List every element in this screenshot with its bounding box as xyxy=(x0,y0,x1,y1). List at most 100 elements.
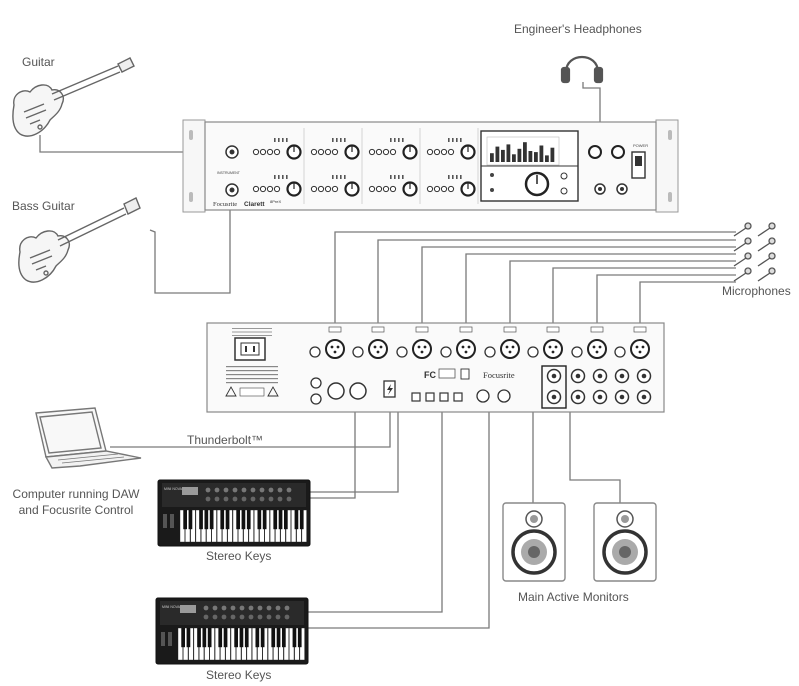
instrument-label: INSTRUMENT xyxy=(217,171,241,175)
xlr-pin xyxy=(638,350,642,354)
black-key xyxy=(281,628,286,648)
channel-led xyxy=(394,175,396,179)
synth-knob xyxy=(221,605,227,611)
channel-led xyxy=(456,138,458,142)
black-key xyxy=(262,510,267,530)
synth-knob xyxy=(212,605,218,611)
xlr-pin xyxy=(635,345,639,349)
xlr-label-plate xyxy=(328,326,342,333)
meter-bar xyxy=(528,151,533,162)
channel-led xyxy=(332,175,334,179)
preamp-channel xyxy=(368,175,418,197)
channel-button xyxy=(382,148,390,156)
mod-wheel xyxy=(170,514,174,528)
synth-knob xyxy=(248,614,254,620)
channel-led xyxy=(448,175,450,179)
channel-button xyxy=(389,185,397,193)
label-guitar: Guitar xyxy=(22,55,55,69)
channel-button xyxy=(266,185,274,193)
black-key xyxy=(297,628,302,648)
channel-button xyxy=(324,185,332,193)
xlr-label-plate xyxy=(546,326,560,333)
channel-led xyxy=(398,138,400,142)
xlr-shell xyxy=(630,339,650,359)
cable-mic-2 xyxy=(377,239,736,328)
synth-brand: MINI NOVA xyxy=(162,605,181,609)
channel-button xyxy=(440,185,448,193)
channel-button xyxy=(252,185,260,193)
channel-button xyxy=(433,148,441,156)
xlr-label-plate xyxy=(415,326,429,333)
cable-guitar xyxy=(39,135,228,153)
label-monitors: Main Active Monitors xyxy=(518,590,629,604)
synth-knob xyxy=(230,605,236,611)
meter-bar xyxy=(545,155,549,162)
channel-led xyxy=(394,138,396,142)
cable-keys1-a xyxy=(310,400,356,499)
cable-keys1-b xyxy=(310,400,399,493)
line-output-jack-center xyxy=(551,373,557,379)
xlr-input xyxy=(571,326,607,359)
line-output-jack-center xyxy=(597,373,603,379)
channel-button xyxy=(317,148,325,156)
front-preamp-channels xyxy=(252,128,479,204)
preamp-channel xyxy=(310,138,360,160)
label-microphones: Microphones xyxy=(722,284,791,298)
xlr-pin xyxy=(464,350,468,354)
meter-bar xyxy=(495,146,500,162)
channel-led xyxy=(448,138,450,142)
channel-button xyxy=(317,185,325,193)
channel-led xyxy=(274,175,276,179)
fineprint-line xyxy=(226,378,278,380)
channel-led xyxy=(282,175,284,179)
channel-button xyxy=(375,148,383,156)
xlr-pin xyxy=(551,350,555,354)
channel-led xyxy=(336,138,338,142)
xlr-pin xyxy=(373,345,377,349)
synth-knob xyxy=(284,605,290,611)
black-key xyxy=(273,510,278,530)
headphones-icon xyxy=(560,56,604,84)
xlr-input xyxy=(484,326,520,359)
channel-led xyxy=(340,175,342,179)
preamp-channel xyxy=(252,175,302,197)
channel-button xyxy=(273,185,281,193)
xlr-shell xyxy=(412,339,432,359)
stereo-keys-synth-1: MINI NOVA xyxy=(157,479,311,547)
synth-knob xyxy=(232,496,238,502)
xlr-pin xyxy=(505,345,509,349)
black-key xyxy=(292,628,297,648)
synth-knob xyxy=(277,487,283,493)
synth-knob xyxy=(223,496,229,502)
level-meters xyxy=(490,142,555,162)
channel-button xyxy=(252,148,260,156)
channel-led xyxy=(332,138,334,142)
fineprint-line xyxy=(226,374,278,376)
front-brand: Focusrite xyxy=(213,201,237,208)
synth-knob xyxy=(250,496,256,502)
cable-keys2-b xyxy=(308,400,490,629)
channel-button xyxy=(324,148,332,156)
synth-knob xyxy=(275,605,281,611)
channel-led xyxy=(278,175,280,179)
synth-screen xyxy=(180,605,196,613)
cable-mic-5 xyxy=(509,260,736,328)
bass-guitar-icon xyxy=(18,197,141,283)
channel-led xyxy=(282,138,284,142)
black-key xyxy=(299,510,304,530)
cable-mic-7 xyxy=(596,274,736,328)
black-key xyxy=(255,628,260,648)
xlr-input xyxy=(352,326,388,359)
xlr-pin xyxy=(376,350,380,354)
black-key xyxy=(283,510,288,530)
label-bass-guitar: Bass Guitar xyxy=(12,199,75,213)
channel-button xyxy=(331,185,339,193)
xlr-pin xyxy=(508,350,512,354)
channel-led xyxy=(456,175,458,179)
monitor-right-icon xyxy=(593,502,657,582)
channel-led xyxy=(274,138,276,142)
black-key xyxy=(271,628,276,648)
xlr-pin xyxy=(336,345,340,349)
xlr-label-plate xyxy=(371,326,385,333)
